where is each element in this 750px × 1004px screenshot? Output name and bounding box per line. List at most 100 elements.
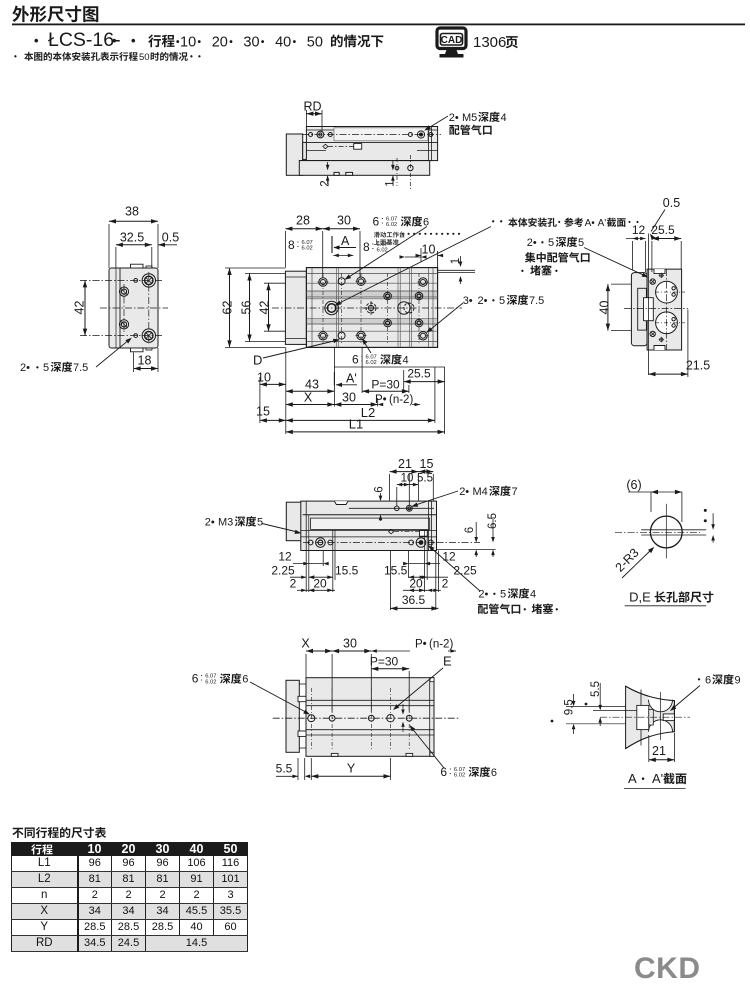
svg-text:M4: M4 bbox=[473, 486, 488, 498]
svg-text:2.25: 2.25 bbox=[271, 564, 295, 578]
svg-text:•: • bbox=[261, 37, 265, 48]
svg-text:•: • bbox=[112, 33, 117, 48]
svg-text:6: 6 bbox=[705, 675, 711, 687]
svg-text:M5: M5 bbox=[462, 112, 477, 124]
svg-text:6: 6 bbox=[352, 353, 359, 367]
svg-text:P•: P• bbox=[375, 394, 387, 406]
svg-text:12: 12 bbox=[278, 550, 292, 564]
svg-text:2: 2 bbox=[442, 577, 449, 591]
svg-text:10: 10 bbox=[180, 35, 196, 51]
svg-text:7.5: 7.5 bbox=[529, 295, 544, 307]
svg-text:15: 15 bbox=[420, 457, 434, 471]
svg-text:8: 8 bbox=[288, 238, 295, 252]
svg-text:21.5: 21.5 bbox=[686, 359, 710, 373]
svg-text:5: 5 bbox=[578, 237, 584, 249]
svg-text:6: 6 bbox=[440, 765, 447, 779]
svg-text:15: 15 bbox=[256, 405, 270, 419]
svg-text:12: 12 bbox=[442, 550, 456, 564]
svg-text:•: • bbox=[198, 52, 201, 61]
svg-text:9: 9 bbox=[735, 675, 741, 687]
svg-text:50: 50 bbox=[139, 52, 150, 63]
svg-text:6.07: 6.07 bbox=[377, 242, 388, 248]
svg-text:6.07: 6.07 bbox=[302, 240, 313, 246]
svg-text:40: 40 bbox=[275, 35, 291, 51]
svg-text:A': A' bbox=[652, 771, 663, 786]
svg-text:2•: 2• bbox=[478, 295, 488, 307]
svg-text:•: • bbox=[628, 220, 631, 227]
svg-text:5: 5 bbox=[257, 517, 263, 529]
svg-text:ŁCS-16-: ŁCS-16- bbox=[48, 29, 121, 51]
svg-text:6.02: 6.02 bbox=[205, 679, 216, 685]
svg-text:P=30: P=30 bbox=[371, 378, 400, 392]
svg-text:5.5: 5.5 bbox=[276, 762, 293, 776]
svg-text:6: 6 bbox=[192, 672, 199, 686]
svg-text:10: 10 bbox=[401, 473, 414, 485]
svg-text:1: 1 bbox=[385, 180, 397, 186]
svg-text:8: 8 bbox=[363, 240, 370, 254]
svg-text:CAD: CAD bbox=[441, 35, 463, 46]
svg-text::: : bbox=[449, 766, 452, 777]
svg-text:30: 30 bbox=[342, 391, 356, 405]
svg-text:6.02: 6.02 bbox=[377, 248, 388, 254]
svg-text:•: • bbox=[558, 220, 561, 227]
svg-text:•: • bbox=[190, 52, 193, 61]
svg-text:D,E: D,E bbox=[629, 590, 651, 605]
svg-text:6.07: 6.07 bbox=[386, 217, 397, 223]
svg-text:P=30: P=30 bbox=[370, 655, 399, 669]
svg-text:4: 4 bbox=[501, 112, 507, 124]
svg-text:M3: M3 bbox=[218, 517, 233, 529]
svg-text:36.5: 36.5 bbox=[402, 593, 426, 607]
svg-text:•: • bbox=[636, 220, 639, 227]
svg-text:2: 2 bbox=[320, 180, 332, 186]
svg-text:X: X bbox=[304, 391, 313, 405]
svg-text:6.02: 6.02 bbox=[302, 246, 313, 252]
svg-text:30: 30 bbox=[243, 35, 259, 51]
svg-text:•: • bbox=[541, 238, 544, 247]
svg-text:4: 4 bbox=[403, 355, 409, 367]
svg-text:1: 1 bbox=[450, 258, 462, 264]
svg-text:5: 5 bbox=[499, 295, 505, 307]
svg-text:38: 38 bbox=[125, 205, 139, 219]
svg-text:•: • bbox=[198, 37, 202, 48]
svg-text:43: 43 bbox=[305, 378, 319, 392]
svg-text::: : bbox=[381, 216, 384, 227]
svg-text:•: • bbox=[492, 217, 495, 226]
svg-text:0.5: 0.5 bbox=[162, 231, 179, 245]
svg-text:21: 21 bbox=[398, 457, 412, 471]
svg-text:•: • bbox=[500, 217, 503, 226]
svg-text:56: 56 bbox=[240, 301, 254, 315]
svg-text:5: 5 bbox=[43, 362, 49, 374]
svg-text:25.5: 25.5 bbox=[651, 223, 675, 237]
svg-text::: : bbox=[297, 239, 300, 250]
svg-text:•: • bbox=[521, 267, 524, 276]
svg-text:•: • bbox=[176, 37, 180, 48]
svg-text:Y: Y bbox=[347, 762, 356, 776]
svg-text:42: 42 bbox=[258, 301, 272, 315]
svg-text:10: 10 bbox=[257, 371, 271, 385]
svg-text:L2: L2 bbox=[361, 405, 375, 420]
svg-text:•: • bbox=[34, 33, 39, 48]
svg-text:•: • bbox=[555, 605, 558, 614]
svg-text:25.5: 25.5 bbox=[407, 367, 431, 381]
svg-text:•: • bbox=[642, 774, 645, 784]
svg-text:0.5: 0.5 bbox=[663, 196, 680, 210]
svg-text:20: 20 bbox=[212, 35, 228, 51]
svg-text:X: X bbox=[301, 637, 310, 651]
svg-text:5.5: 5.5 bbox=[590, 681, 602, 697]
svg-text:2•: 2• bbox=[478, 589, 488, 601]
svg-text:30: 30 bbox=[343, 637, 357, 651]
svg-text:4: 4 bbox=[530, 589, 536, 601]
svg-text:15.5: 15.5 bbox=[384, 564, 408, 578]
svg-text:40: 40 bbox=[598, 301, 612, 315]
svg-text:2.25: 2.25 bbox=[453, 564, 477, 578]
svg-text:5: 5 bbox=[500, 589, 506, 601]
svg-text:28: 28 bbox=[296, 214, 310, 228]
svg-text:6.07: 6.07 bbox=[205, 674, 216, 680]
svg-text:RD: RD bbox=[303, 100, 321, 114]
svg-text:6.02: 6.02 bbox=[366, 360, 377, 366]
svg-text:•: • bbox=[293, 37, 297, 48]
svg-text:•: • bbox=[493, 590, 496, 599]
svg-text:10: 10 bbox=[422, 243, 436, 257]
svg-text:20: 20 bbox=[409, 577, 423, 591]
svg-text:2-R3: 2-R3 bbox=[613, 546, 642, 575]
